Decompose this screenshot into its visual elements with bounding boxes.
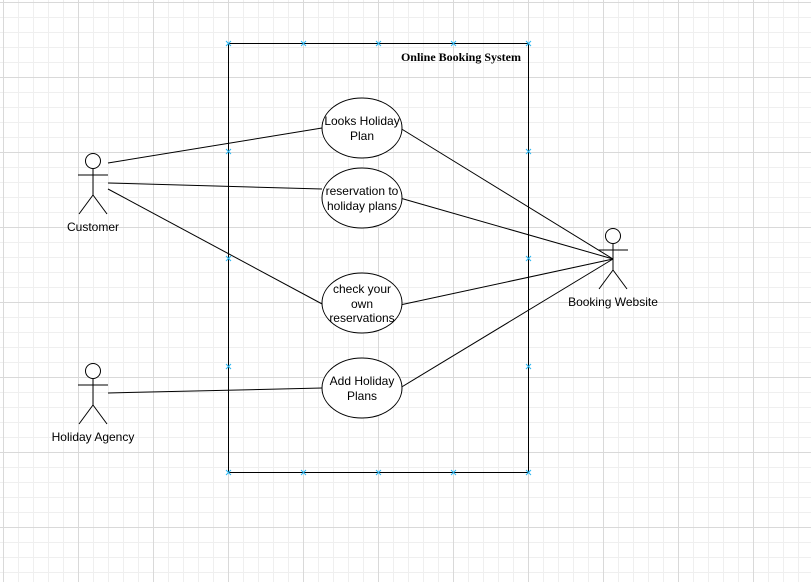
system-title: Online Booking System [400,50,521,64]
handle-e1[interactable] [525,148,532,155]
handle-w3[interactable] [225,363,232,370]
handle-n3[interactable] [450,40,457,47]
handle-nw[interactable] [225,40,232,47]
actor-booking-website[interactable] [598,228,628,290]
handle-se[interactable] [525,469,532,476]
actor-left-leg [78,404,94,425]
handle-s2[interactable] [375,469,382,476]
handle-sw[interactable] [225,469,232,476]
assoc-uc1-website[interactable] [399,127,614,260]
usecase-looks-holiday-plan[interactable] [321,97,403,159]
actor-head [85,153,101,169]
handle-e3[interactable] [525,363,532,370]
actor-label-customer: Customer [66,220,119,234]
usecase-label-line: reservations [329,311,395,325]
assoc-uc4-website[interactable] [399,258,614,389]
usecase-label-add-holiday-plans: Add Holiday Plans [312,374,412,403]
handle-e2[interactable] [525,255,532,262]
usecase-label-check-reservations: check your own reservations [312,282,412,326]
actor-customer[interactable] [78,153,108,215]
usecase-add-holiday-plans[interactable] [321,357,403,419]
usecase-label-reservation: reservation to holiday plans [312,184,412,213]
usecase-label-line: holiday plans [326,198,398,213]
actor-left-leg [598,269,614,290]
assoc-customer-uc2[interactable] [107,182,323,190]
actor-right-leg [92,194,108,215]
usecase-check-reservations[interactable] [321,272,403,334]
actor-label-booking-website: Booking Website [568,295,658,309]
usecase-label-looks-holiday-plan: Looks Holiday Plan [312,114,412,143]
actor-left-leg [78,194,94,215]
assoc-uc3-website[interactable] [399,258,614,306]
handle-w1[interactable] [225,148,232,155]
usecase-label-line: Plan [349,128,375,143]
actor-holiday-agency[interactable] [78,363,108,425]
assoc-customer-uc3[interactable] [107,188,325,306]
handle-s3[interactable] [450,469,457,476]
usecase-label-line: Looks Holiday [324,114,400,128]
assoc-customer-uc1[interactable] [107,127,323,164]
handle-ne[interactable] [525,40,532,47]
usecase-label-line: own [350,296,373,311]
handle-n1[interactable] [300,40,307,47]
actor-label-holiday-agency: Holiday Agency [51,430,135,444]
assoc-uc2-website[interactable] [399,197,614,260]
actor-right-leg [92,404,108,425]
actor-head [605,228,621,244]
usecase-label-line: Plans [346,388,378,403]
handle-s1[interactable] [300,469,307,476]
handle-w2[interactable] [225,255,232,262]
actor-right-leg [612,269,628,290]
usecase-label-line: reservation to [325,184,399,198]
assoc-agency-uc4[interactable] [107,387,323,394]
usecase-label-line: Add Holiday [329,374,395,388]
actor-head [85,363,101,379]
selection-handles [225,40,532,476]
handle-n2[interactable] [375,40,382,47]
usecase-label-line: check your [332,282,392,296]
usecase-reservation[interactable] [321,167,403,229]
